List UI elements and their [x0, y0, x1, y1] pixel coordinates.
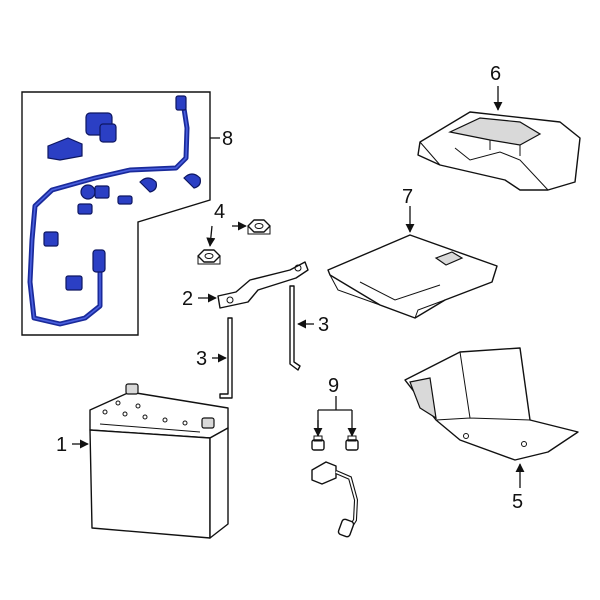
part-4-nut-b[interactable]	[247, 219, 271, 235]
part-9-bolt-a[interactable]	[311, 435, 325, 451]
part-7-battery-cover[interactable]	[327, 234, 498, 319]
callout-4-leader-a	[206, 225, 216, 247]
callout-6: 6	[490, 63, 501, 85]
part-9-ground-cable[interactable]	[311, 461, 359, 538]
battery-cable-highlight[interactable]	[27, 95, 201, 327]
part-4-nut-a[interactable]	[197, 249, 221, 265]
part-1-battery[interactable]	[89, 383, 229, 539]
callout-8: 8	[222, 128, 233, 150]
part-3-rod-right[interactable]	[289, 285, 301, 371]
callout-1: 1	[56, 434, 67, 456]
callout-4: 4	[214, 201, 225, 223]
callout-2: 2	[182, 288, 193, 310]
callout-9: 9	[328, 375, 339, 397]
part-3-rod-left[interactable]	[219, 317, 233, 399]
part-6-upper-tray[interactable]	[417, 111, 581, 191]
part-5-battery-tray[interactable]	[404, 347, 579, 461]
callout-3b: 3	[318, 314, 329, 336]
callout-9-leader	[317, 409, 352, 436]
callout-5: 5	[512, 491, 523, 513]
part-9-bolt-b[interactable]	[345, 435, 359, 451]
callout-3a: 3	[196, 348, 207, 370]
callout-7: 7	[402, 186, 413, 208]
part-2-hold-down-bracket[interactable]	[217, 261, 309, 309]
